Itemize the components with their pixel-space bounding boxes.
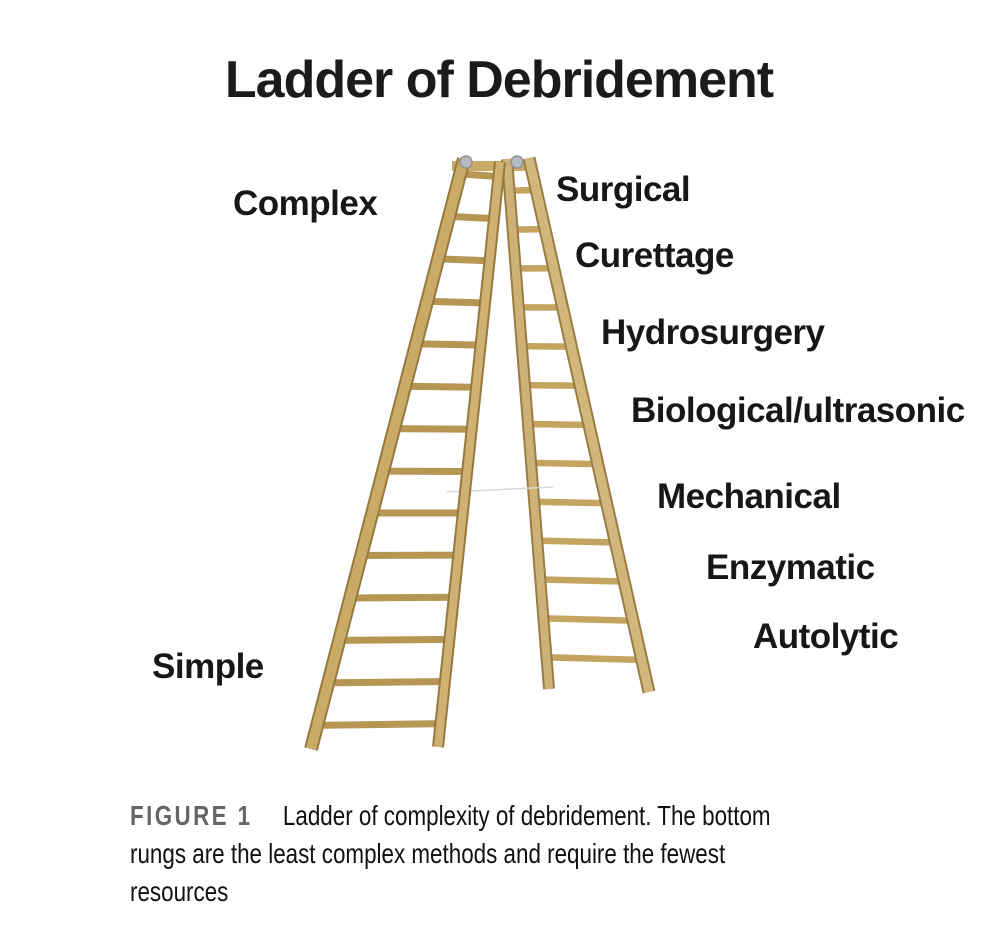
label-method-curettage: Curettage xyxy=(575,236,734,275)
caption-line-1: FIGURE 1 Ladder of complexity of debridem… xyxy=(130,797,970,835)
ladder-right-face xyxy=(501,156,656,694)
label-method-autolytic: Autolytic xyxy=(753,617,899,656)
caption-line-3: resources xyxy=(130,873,970,911)
caption-text-1: Ladder of complexity of debridement. The… xyxy=(282,800,771,831)
figure-caption: FIGURE 1 Ladder of complexity of debridem… xyxy=(130,797,970,911)
label-complex: Complex xyxy=(233,184,378,223)
label-method-enzymatic: Enzymatic xyxy=(706,548,875,587)
caption-line-2: rungs are the least complex methods and … xyxy=(130,835,970,873)
figure-title: Ladder of Debridement xyxy=(224,51,774,109)
caption-text-2: rungs are the least complex methods and … xyxy=(130,838,726,869)
ladder-hinge-icon xyxy=(459,155,524,169)
label-method-surgical: Surgical xyxy=(556,170,691,209)
caption-text-3: resources xyxy=(130,876,229,907)
label-method-mechanical: Mechanical xyxy=(657,477,841,516)
label-simple: Simple xyxy=(152,647,264,686)
label-method-hydrosurgery: Hydrosurgery xyxy=(601,313,825,352)
ladder-left-face xyxy=(304,157,506,751)
figure-number: FIGURE 1 xyxy=(130,800,253,831)
label-method-biological-ultrasonic: Biological/ultrasonic xyxy=(631,391,965,430)
